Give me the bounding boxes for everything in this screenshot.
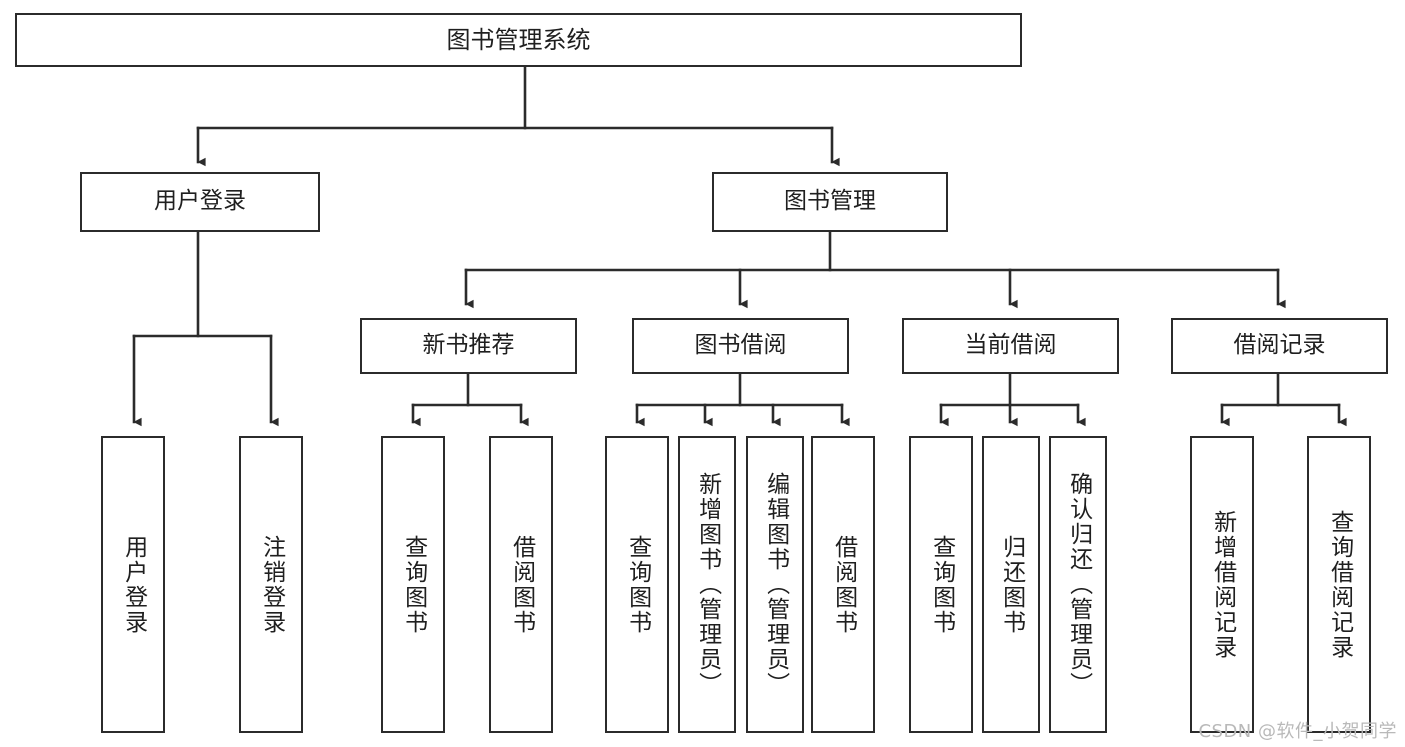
node-book-borrow[interactable]: 图书借阅 <box>632 318 849 374</box>
node-new-book-recommend[interactable]: 新书推荐 <box>360 318 577 374</box>
node-book-management[interactable]: 图书管理 <box>712 172 948 232</box>
node-leaf-add-borrow-record[interactable]: 新增借阅记录 <box>1190 436 1254 733</box>
node-leaf-query-book-borrow[interactable]: 查询图书 <box>605 436 669 733</box>
edges-bookborrow-to-leaves <box>635 372 850 427</box>
node-leaf-query-book-new[interactable]: 查询图书 <box>381 436 445 733</box>
node-leaf-confirm-return[interactable]: 确认归还（管理员） <box>1049 436 1107 733</box>
csdn-watermark: CSDN @软件_小贺同学 <box>1198 721 1397 742</box>
node-leaf-edit-book[interactable]: 编辑图书（管理员） <box>746 436 804 733</box>
node-borrow-record[interactable]: 借阅记录 <box>1171 318 1388 374</box>
edges-userlogin-to-leaves <box>132 230 279 427</box>
node-current-borrow[interactable]: 当前借阅 <box>902 318 1119 374</box>
edges-bookmanagement-to-level3 <box>464 230 1286 309</box>
node-root-system[interactable]: 图书管理系统 <box>15 13 1022 67</box>
node-leaf-add-book[interactable]: 新增图书（管理员） <box>678 436 736 733</box>
node-leaf-logout[interactable]: 注销登录 <box>239 436 303 733</box>
edges-root-to-level2 <box>196 65 840 167</box>
node-leaf-user-login[interactable]: 用户登录 <box>101 436 165 733</box>
node-leaf-query-borrow-record[interactable]: 查询借阅记录 <box>1307 436 1371 733</box>
node-user-login[interactable]: 用户登录 <box>80 172 320 232</box>
node-leaf-query-book-current[interactable]: 查询图书 <box>909 436 973 733</box>
edges-borrowrecord-to-leaves <box>1220 372 1347 427</box>
edges-newbook-to-leaves <box>411 372 529 427</box>
node-leaf-borrow-book-new[interactable]: 借阅图书 <box>489 436 553 733</box>
node-leaf-borrow-book[interactable]: 借阅图书 <box>811 436 875 733</box>
node-leaf-return-book[interactable]: 归还图书 <box>982 436 1040 733</box>
edges-currentborrow-to-leaves <box>939 372 1086 427</box>
